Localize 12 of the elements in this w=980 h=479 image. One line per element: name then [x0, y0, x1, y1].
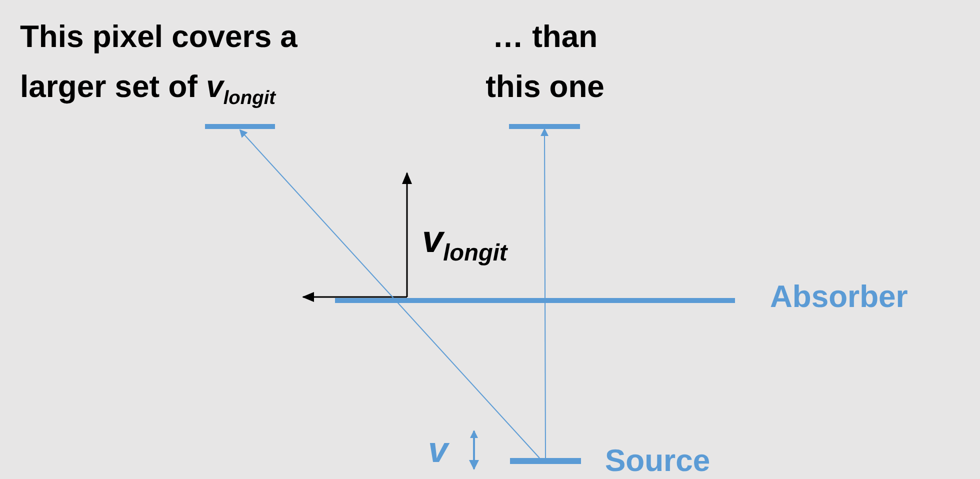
symbol-label: v$_{longit}$	[422, 218, 508, 268]
bar-marker	[510, 458, 581, 464]
symbol-label: v	[428, 428, 448, 472]
caption-text: Absorber	[770, 278, 909, 316]
caption-text: … than this one	[484, 18, 606, 106]
bar-marker	[335, 298, 735, 303]
arrow	[540, 128, 549, 458]
caption-text: This pixel covers a larger set of v$_{longit}$	[20, 18, 298, 112]
caption-text: Source	[605, 442, 712, 479]
bar-marker	[509, 124, 580, 129]
arrow	[239, 129, 540, 458]
bar-marker	[205, 124, 275, 129]
